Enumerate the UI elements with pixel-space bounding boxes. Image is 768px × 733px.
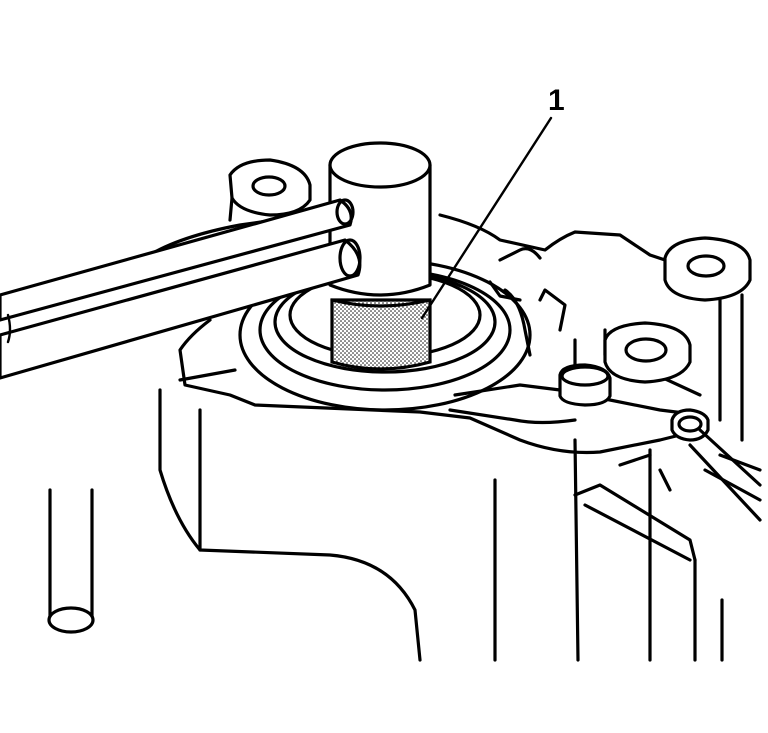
mounting-boss-right-middle — [603, 321, 692, 384]
mounting-boss-right-upper — [663, 236, 752, 442]
side-bracket — [573, 453, 762, 562]
dowel-pin — [558, 363, 612, 407]
callout-1: 1 — [420, 84, 565, 320]
callout-1-label: 1 — [548, 84, 565, 117]
seal-installer-tool — [330, 298, 432, 371]
callout-1-leader — [420, 116, 553, 320]
housing-body — [158, 388, 724, 662]
dipstick-tube — [47, 488, 95, 634]
mounting-boss-left — [228, 158, 312, 222]
hammer-handle — [0, 198, 362, 380]
